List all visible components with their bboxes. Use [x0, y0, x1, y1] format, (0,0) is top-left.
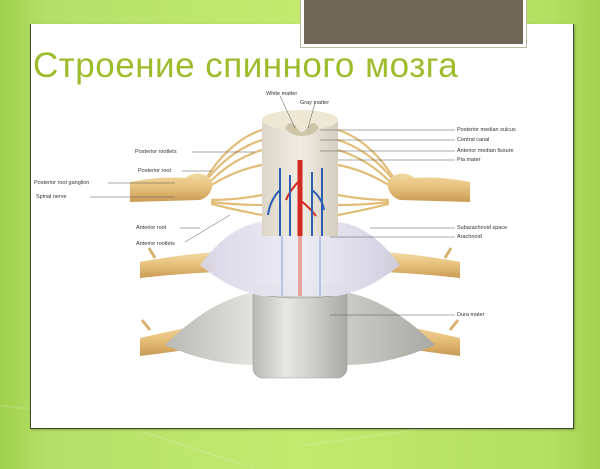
label-subarachnoid-space: Subarachnoid space	[457, 225, 508, 231]
label-dura-mater: Dura mater	[457, 312, 485, 318]
slide-title: Строение спинного мозга	[33, 46, 459, 85]
label-anterior-root: Anterior root	[136, 225, 167, 231]
label-anterior-median-fissure: Anterior median fissure	[457, 148, 514, 154]
label-gray-matter: Gray matter	[300, 100, 330, 106]
label-posterior-median-sulcus: Posterior median sulcus	[457, 127, 516, 133]
label-pia-mater: Pia mater	[457, 157, 481, 163]
label-spinal-nerve: Spinal nerve	[36, 194, 67, 200]
label-arachnoid: Arachnoid	[457, 234, 482, 240]
label-posterior-root: Posterior root	[138, 168, 172, 174]
label-central-canal: Central canal	[457, 137, 490, 143]
label-anterior-rootlets: Anterior rootlets	[136, 241, 175, 247]
label-white-matter: White matter	[266, 91, 298, 97]
label-posterior-root-ganglion: Posterior root ganglion	[34, 180, 90, 186]
header-decoration-box	[300, 0, 527, 48]
label-posterior-rootlets: Posterior rootlets	[135, 149, 177, 155]
spinal-cord-illustration	[90, 95, 470, 379]
